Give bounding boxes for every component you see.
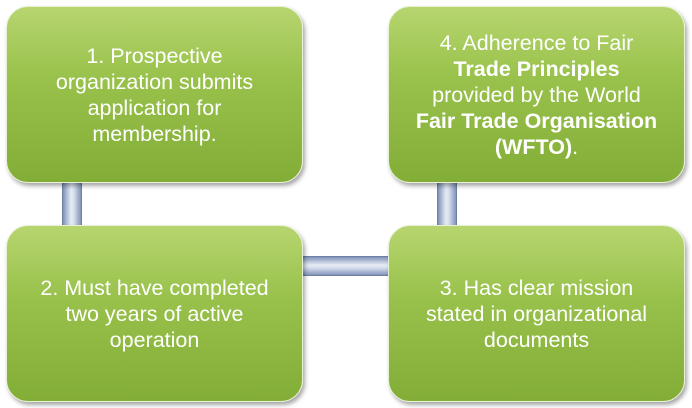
step-4-box: 4. Adherence to Fair Trade Principles pr…	[388, 6, 685, 183]
step-4-period: .	[572, 134, 579, 159]
step-3-text: 3. Has clear mission stated in organizat…	[426, 275, 647, 353]
step-2-box: 2. Must have completed two years of acti…	[6, 225, 303, 402]
step-4-bold-text: Fair Trade Organisation	[415, 108, 658, 133]
step-1-box: 1. Prospective organization submits appl…	[6, 6, 303, 183]
step-3-line: documents	[483, 327, 590, 352]
step-4-line: 4. Adherence to Fair	[439, 30, 634, 55]
step-1-text: 1. Prospective organization submits appl…	[56, 43, 253, 147]
step-3-line: 3. Has clear mission	[439, 275, 634, 300]
step-2-text: 2. Must have completed two years of acti…	[40, 275, 268, 353]
connector-step2-step3	[296, 256, 392, 276]
step-4-line-bold: Fair Trade Organisation	[416, 108, 657, 134]
step-4-line-bold: Trade Principles	[416, 56, 657, 82]
step-4-text: 4. Adherence to Fair Trade Principles pr…	[416, 30, 657, 160]
step-4-line-bold: (WFTO).	[416, 134, 657, 160]
step-1-line: membership.	[92, 121, 217, 146]
step-4-bold-text: (WFTO)	[494, 134, 573, 159]
step-1-line: 1. Prospective	[86, 43, 223, 68]
step-3-box: 3. Has clear mission stated in organizat…	[388, 225, 685, 402]
step-1-line: organization submits	[55, 69, 254, 94]
step-3-line: stated in organizational	[425, 301, 648, 326]
step-4-bold-text: Trade Principles	[453, 56, 620, 81]
step-2-line: two years of active	[65, 301, 244, 326]
step-1-line: application for	[87, 95, 222, 120]
step-2-line: operation	[109, 327, 200, 352]
step-4-line: provided by the World	[432, 82, 641, 107]
step-2-line: 2. Must have completed	[40, 275, 269, 300]
